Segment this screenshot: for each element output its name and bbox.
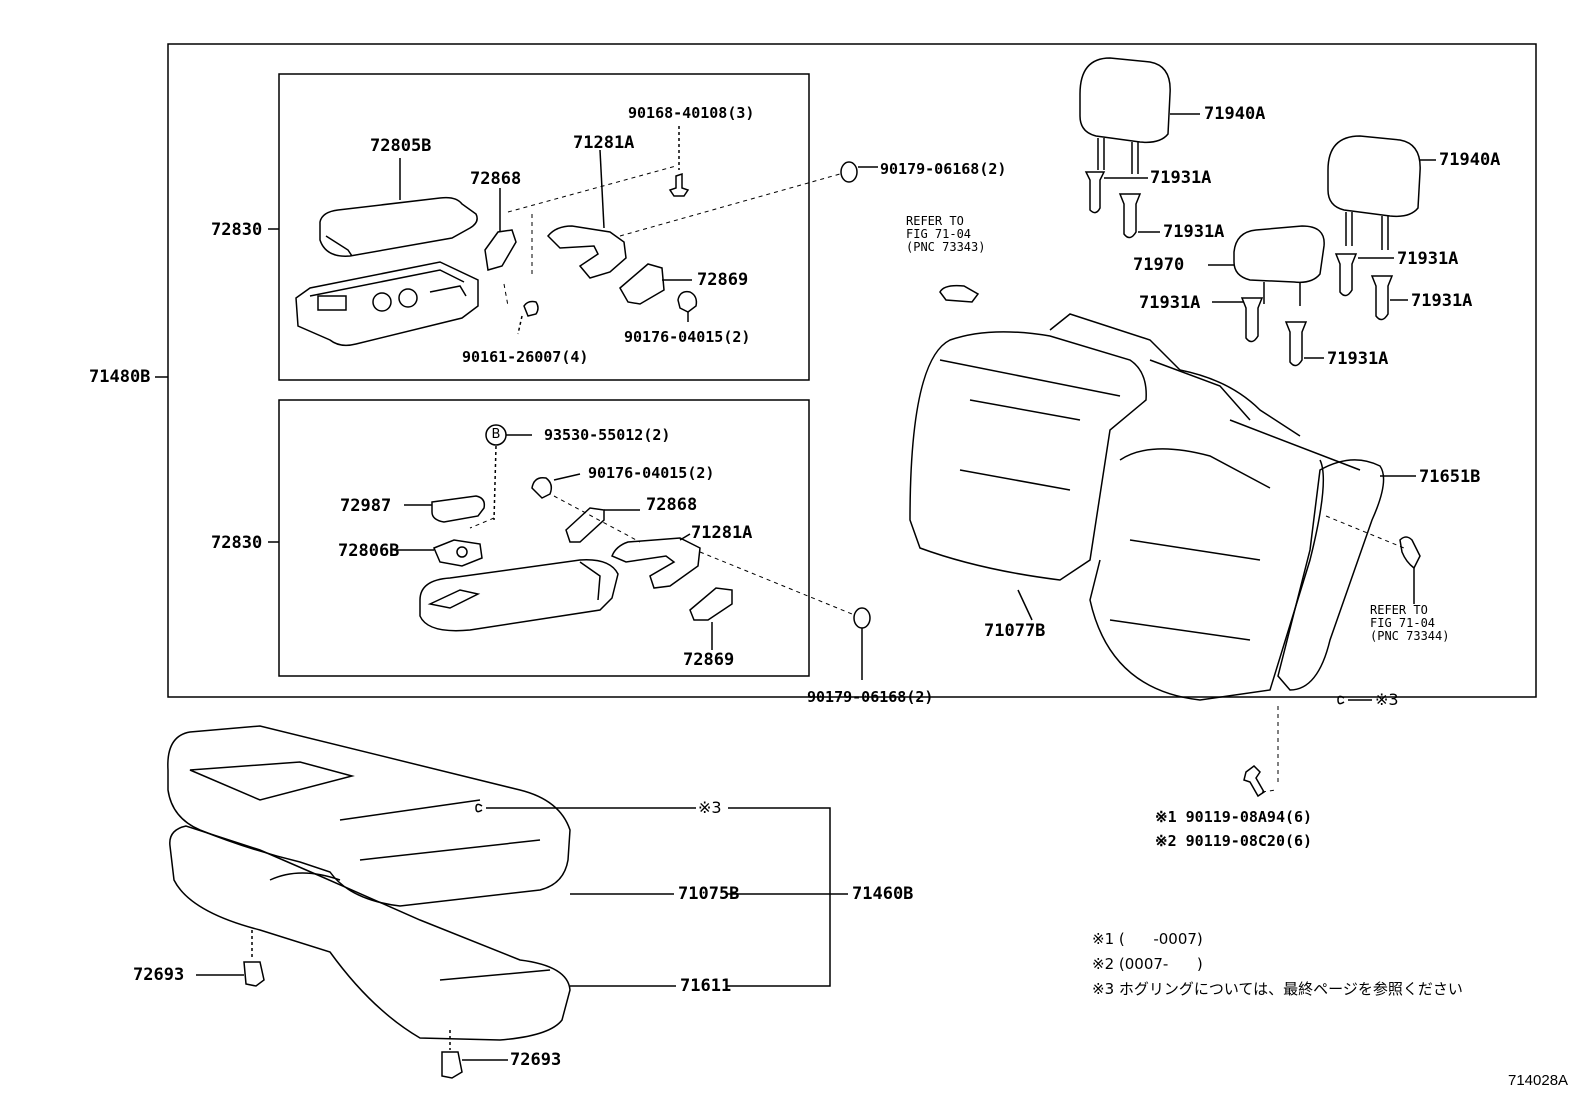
refer-note-73344: REFER TO FIG 71-04 (PNC 73344) <box>1370 603 1450 643</box>
label-72868-upper: 72868 <box>470 169 522 189</box>
label-72869-lower: 72869 <box>683 650 735 670</box>
refer-note-73343: REFER TO FIG 71-04 (PNC 73343) <box>906 214 986 254</box>
cupholder-72806b <box>433 539 483 567</box>
label-90168: 90168-40108(3) <box>628 104 755 122</box>
label-90119-c20: ※2 90119-08C20(6) <box>1155 832 1313 850</box>
label-71077b: 71077B <box>984 621 1046 641</box>
label-90179-upper: 90179-06168(2) <box>880 160 1007 178</box>
label-71611: 71611 <box>680 976 732 996</box>
label-90161: 90161-26007(4) <box>462 348 589 366</box>
label-71970: 71970 <box>1133 255 1185 275</box>
label-71931a-1: 71931A <box>1150 168 1212 188</box>
label-71651b: 71651B <box>1419 467 1481 487</box>
label-71931a-2: 71931A <box>1163 222 1225 242</box>
footnote-3: ※3 ホグリングについては、最終ページを参照ください <box>1092 980 1463 998</box>
label-71940a-right: 71940A <box>1439 150 1501 170</box>
guide-71931a-4 <box>1370 275 1394 321</box>
hinge-71281a-lower <box>611 537 701 589</box>
guide-71931a-1 <box>1084 171 1106 214</box>
clip-90176-upper <box>677 290 698 313</box>
clip-72693-lower <box>441 1051 463 1079</box>
label-72987: 72987 <box>340 496 392 516</box>
seat-frame-71611 <box>169 825 571 1041</box>
label-71075b: 71075B <box>678 884 740 904</box>
bracket-72868-upper <box>484 229 517 271</box>
label-72830-lower: 72830 <box>211 533 263 553</box>
hinge-71281a-upper <box>546 225 627 279</box>
hog-ring-mark-upper: ※3 <box>1375 690 1399 709</box>
guide-71931a-5 <box>1240 297 1264 343</box>
label-71460b: 71460B <box>852 884 914 904</box>
label-71931a-4: 71931A <box>1411 291 1473 311</box>
label-71931a-6: 71931A <box>1327 349 1389 369</box>
label-90119-a94: ※1 90119-08A94(6) <box>1155 808 1313 826</box>
label-71940a-left: 71940A <box>1204 104 1266 124</box>
circle-b-label: B <box>491 427 501 442</box>
seat-cushion-71075b <box>167 725 571 907</box>
armrest-cover <box>419 559 619 632</box>
label-71480b: 71480B <box>89 367 151 387</box>
guide-71931a-2 <box>1118 193 1142 239</box>
figure-id: 714028A <box>1508 1072 1569 1089</box>
plate-72869-lower <box>689 587 733 621</box>
cap-90179-upper <box>840 161 858 183</box>
seatback-71077b <box>909 313 1361 701</box>
cap-90179-lower <box>853 607 871 629</box>
footnote-2: ※2 (0007- ) <box>1092 955 1203 973</box>
label-72830-upper: 72830 <box>211 220 263 240</box>
plate-72869-upper <box>619 263 665 305</box>
cover-piece-ref <box>1399 536 1421 570</box>
armrest-lid-72805b <box>319 196 478 257</box>
label-93530: 93530-55012(2) <box>544 426 671 444</box>
bolt-90168 <box>668 172 690 197</box>
label-90176-lower: 90176-04015(2) <box>588 464 715 482</box>
clip-72693-upper <box>243 961 265 987</box>
guide-71931a-3 <box>1334 253 1358 297</box>
label-71281a-lower: 71281A <box>691 523 753 543</box>
label-72805b: 72805B <box>370 136 432 156</box>
bolt-90119 <box>1243 765 1265 798</box>
screw-90161 <box>523 300 539 317</box>
label-72693-upper: 72693 <box>133 965 185 985</box>
headrest-71970-center <box>1233 225 1325 306</box>
clip-90176-lower <box>531 476 553 499</box>
label-72693-lower: 72693 <box>510 1050 562 1070</box>
main-frame <box>167 43 1537 698</box>
bracket-72868-lower <box>565 507 605 543</box>
armrest-lower-frame <box>278 399 810 677</box>
lid-72987 <box>431 495 486 523</box>
label-71281a-upper: 71281A <box>573 133 635 153</box>
label-71931a-3: 71931A <box>1397 249 1459 269</box>
label-72869-upper: 72869 <box>697 270 749 290</box>
label-72868-lower: 72868 <box>646 495 698 515</box>
side-71651b <box>1277 459 1385 691</box>
label-90176-upper: 90176-04015(2) <box>624 328 751 346</box>
label-71931a-5: 71931A <box>1139 293 1201 313</box>
guide-71931a-6 <box>1284 321 1308 367</box>
armrest-upper-frame <box>278 73 810 381</box>
footnote-1: ※1 ( -0007) <box>1092 930 1203 948</box>
cover-piece-ref-2 <box>939 284 980 303</box>
hog-ring-mark-lower: ※3 <box>698 798 722 817</box>
headrest-71940a-left <box>1079 57 1171 174</box>
label-90179-lower: 90179-06168(2) <box>807 688 934 706</box>
headrest-71940a-right <box>1327 135 1421 250</box>
label-72806b: 72806B <box>338 541 400 561</box>
armrest-box <box>295 261 479 347</box>
